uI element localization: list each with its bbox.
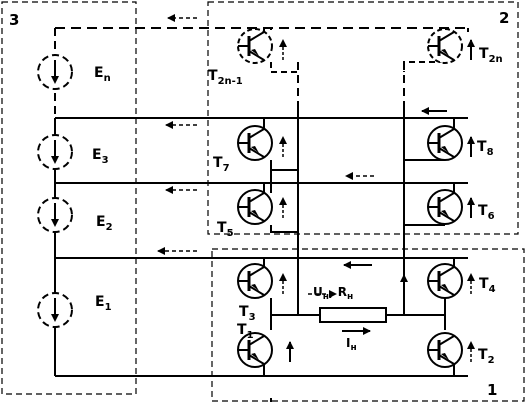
transistor-t2n-icon — [426, 27, 464, 65]
label-t2n: T2n — [479, 46, 503, 65]
label-en: En — [94, 65, 111, 84]
transistor-t5-icon — [236, 188, 274, 226]
label-e2: E2 — [96, 214, 113, 233]
label-t1: T1 — [237, 322, 254, 341]
block-2-label: 2 — [499, 9, 509, 27]
source-e1-icon — [37, 292, 73, 328]
transistor-t4-icon — [426, 262, 464, 300]
transistor-t6-icon — [426, 188, 464, 226]
block-2-frame — [207, 1, 519, 235]
block-1-label: 1 — [487, 381, 497, 399]
label-t3: T3 — [239, 304, 256, 323]
source-en-icon — [37, 54, 73, 90]
transistor-t2-icon — [426, 331, 464, 369]
label-t2: T2 — [478, 347, 495, 366]
label-e1: E1 — [95, 294, 112, 313]
transistor-t3-icon — [236, 262, 274, 300]
source-e2-icon — [37, 197, 73, 233]
label-t6: T6 — [478, 203, 495, 222]
current-label: Iн — [346, 336, 357, 353]
transistor-t7-icon — [236, 124, 274, 162]
label-t5: T5 — [217, 220, 234, 239]
label-t7: T7 — [213, 155, 230, 174]
source-e3-icon — [37, 134, 73, 170]
block-3-label: 3 — [9, 11, 19, 29]
label-t8: T8 — [477, 139, 494, 158]
label-e3: E3 — [92, 147, 109, 166]
transistor-t1-icon — [236, 331, 274, 369]
load-label: Uн, Rн — [313, 285, 353, 302]
load-resistor — [319, 307, 387, 323]
label-t2n-1: T2n-1 — [208, 68, 243, 87]
label-t4: T4 — [479, 276, 496, 295]
block-3-frame — [1, 1, 137, 395]
transistor-t2n-1-icon — [236, 27, 274, 65]
transistor-t8-icon — [426, 124, 464, 162]
block-1-frame — [211, 248, 525, 402]
